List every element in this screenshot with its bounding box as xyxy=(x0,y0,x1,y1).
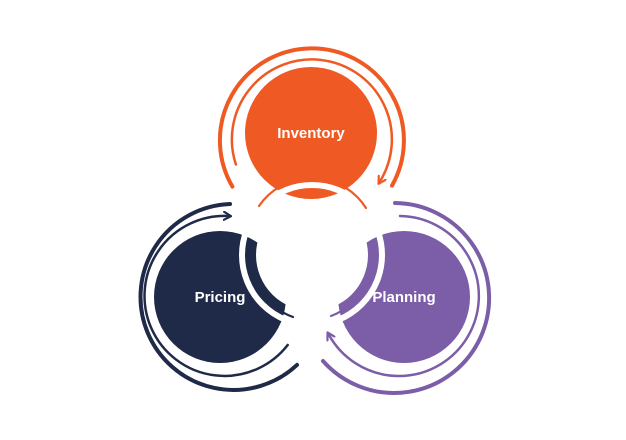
center-hub xyxy=(239,177,385,328)
inventory-outer-arc xyxy=(217,46,406,189)
planning-outer-arc xyxy=(321,201,492,395)
inventory-group: Inventory xyxy=(217,46,406,199)
center-hub-circle xyxy=(256,199,368,311)
planning-label: Planning xyxy=(372,289,435,306)
pricing-circle xyxy=(154,231,286,363)
pricing-outer-arc xyxy=(138,202,299,392)
inventory-circle xyxy=(245,67,377,199)
pricing-inner-arc xyxy=(143,216,289,378)
pricing-group: Pricing xyxy=(138,202,299,392)
pricing-label: Pricing xyxy=(195,289,246,306)
center-inventory-arc xyxy=(257,177,368,210)
planning-inner-arc xyxy=(329,214,481,378)
inventory-inner-arc xyxy=(230,58,394,181)
center-hub-ring xyxy=(239,182,385,328)
inventory-label: Inventory xyxy=(277,125,345,142)
center-planning-arc xyxy=(329,248,374,318)
center-pricing-arc xyxy=(249,249,295,319)
